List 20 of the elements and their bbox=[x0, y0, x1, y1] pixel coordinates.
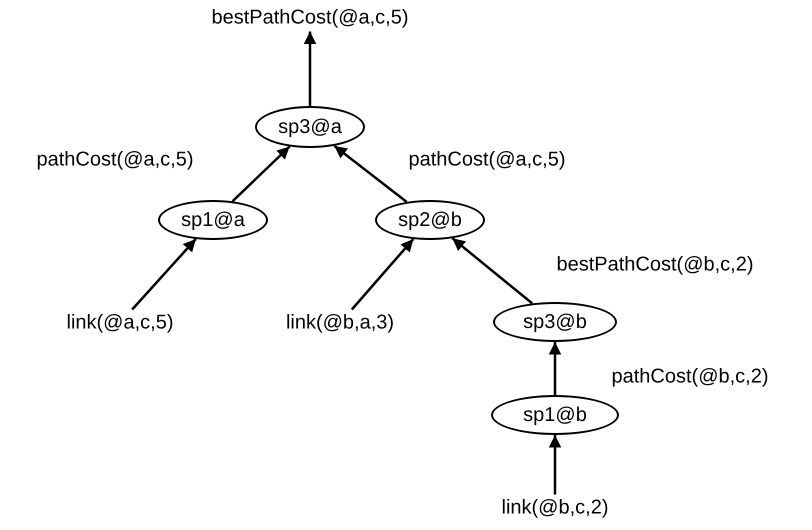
arrow bbox=[350, 238, 414, 310]
node-label: sp1@a bbox=[181, 208, 245, 232]
node-label: sp3@b bbox=[523, 310, 587, 334]
node-label: sp1@b bbox=[523, 404, 587, 426]
arrow bbox=[304, 32, 316, 106]
arrow bbox=[548, 342, 562, 395]
edge-label: pathCost(@a,c,5) bbox=[36, 148, 194, 172]
node-text: link(@b,c,2) bbox=[502, 496, 608, 520]
arrow bbox=[131, 238, 197, 310]
node-label: sp2@b bbox=[398, 208, 462, 232]
node-text: bestPathCost(@a,c,5) bbox=[211, 6, 409, 30]
edge-label: bestPathCost(@b,c,2) bbox=[556, 254, 754, 276]
node-text: link(@a,c,5) bbox=[66, 312, 174, 334]
arrow bbox=[452, 237, 533, 304]
node-text: link(@b,a,3) bbox=[286, 312, 394, 334]
edge-label: pathCost(@b,c,2) bbox=[611, 366, 769, 388]
arrow bbox=[232, 146, 291, 202]
edge-label: pathCost(@a,c,5) bbox=[408, 148, 566, 172]
arrow bbox=[548, 435, 562, 494]
node-label: sp3@a bbox=[278, 116, 342, 138]
